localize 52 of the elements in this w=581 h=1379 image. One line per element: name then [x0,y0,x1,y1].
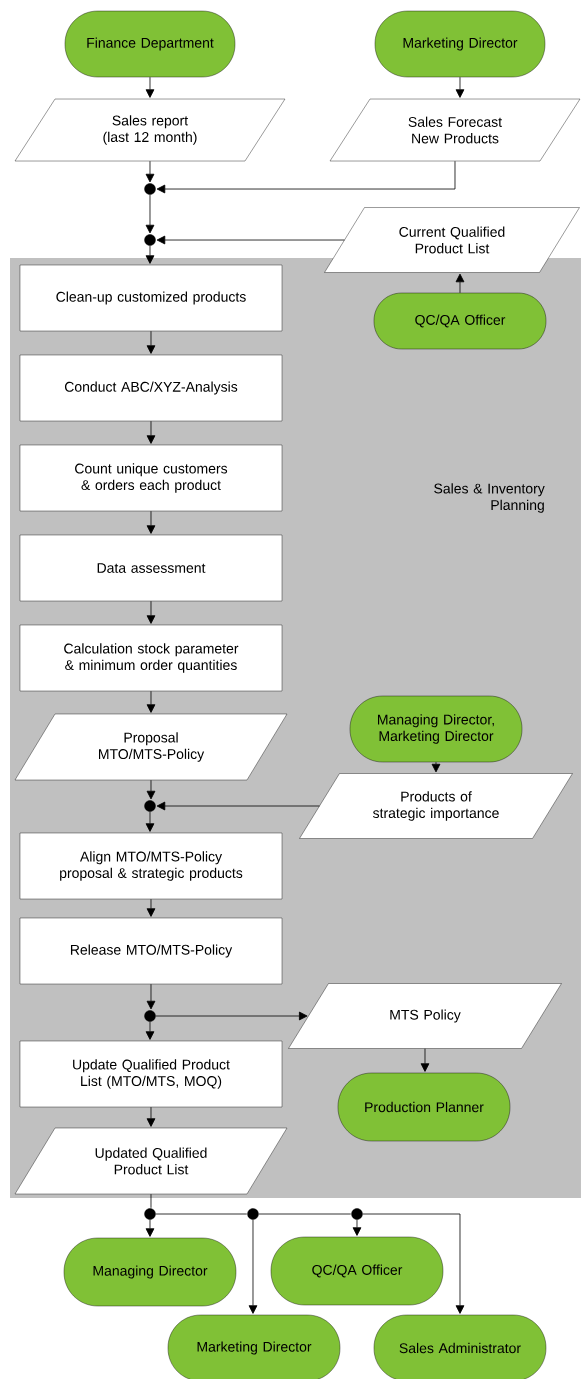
arrow [420,1048,430,1072]
arrow [146,983,156,1010]
arrow [146,330,156,354]
node-label: Current Qualified Product List [399,226,505,254]
process-box: Update Qualified Product List (MTO/MTS, MOQ) [19,1040,283,1108]
terminal-box: Production Planner [337,1072,511,1142]
arrow [145,160,155,183]
arrow [248,1219,258,1314]
data-parallelogram: Updated Qualified Product List [14,1127,288,1195]
terminal-box: Managing Director, Marketing Director [349,695,523,763]
arrow [146,510,156,534]
arrow [156,235,345,245]
process-box: Calculation stock parameter & minimum order quantities [19,624,283,692]
data-parallelogram: MTS Policy [288,983,562,1049]
arrow [145,76,155,98]
arrow [362,1213,465,1314]
arrow [146,1106,156,1127]
terminal-box: Finance Department [64,10,236,78]
data-parallelogram: Sales Forecast New Products [329,98,581,162]
data-parallelogram: Proposal MTO/MTS-Policy [14,713,288,781]
arrow [156,160,456,194]
process-box: Count unique customers & orders each product [19,444,283,512]
arrow [156,801,320,811]
data-parallelogram: Products of strategic importance [299,773,573,839]
arrow [145,1219,155,1237]
terminal-box: Marketing Director [374,10,546,78]
process-box: Release MTO/MTS-Policy [19,917,283,985]
arrow [145,245,155,264]
arrow [146,898,156,917]
terminal-box: QC/QA Officer [373,292,547,350]
arrow [455,273,465,294]
arrow [146,690,156,713]
process-box: Align MTO/MTS-Policy proposal & strategic products [19,832,283,900]
arrow [145,1021,155,1040]
arrow [146,420,156,444]
arrow [352,1219,362,1236]
terminal-box: Sales Administrator [373,1314,547,1379]
arrow [145,811,155,832]
data-parallelogram: Current Qualified Product List [324,207,580,273]
process-box: Clean-up customized products [19,264,283,332]
arrow [431,761,441,773]
terminal-box: Marketing Director [167,1314,341,1379]
process-box: Conduct ABC/XYZ-Analysis [19,354,283,422]
arrow [455,76,465,98]
terminal-box: QC/QA Officer [270,1236,444,1306]
terminal-box: Managing Director [63,1237,237,1307]
process-box: Data assessment [19,534,283,602]
arrow [146,779,156,800]
arrow [155,1011,308,1021]
arrow [146,600,156,624]
arrow [145,194,155,234]
data-parallelogram: Sales report (last 12 month) [14,98,286,162]
